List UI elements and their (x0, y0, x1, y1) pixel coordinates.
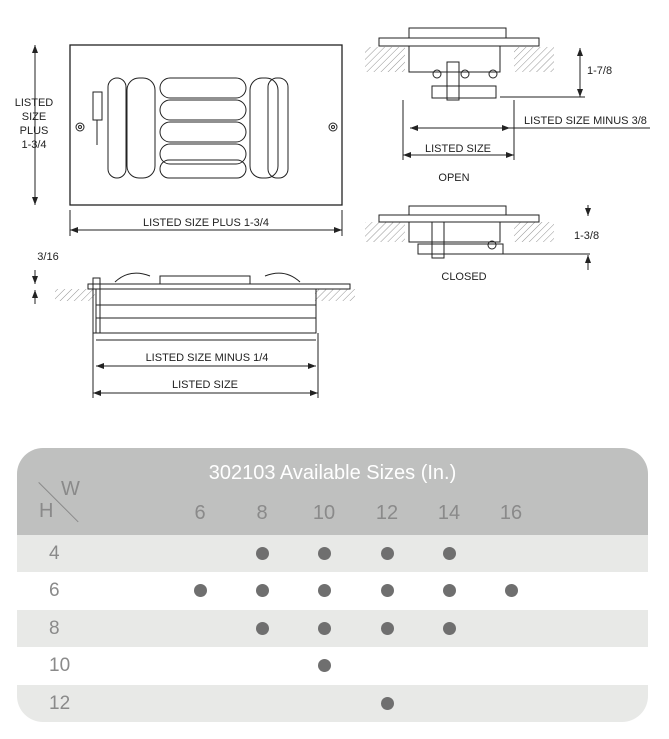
availability-dot (443, 547, 456, 560)
table-row: 8 (17, 609, 648, 648)
table-body: 4 6 8 10 12 (17, 535, 648, 722)
side-inner-label: LISTED SIZE MINUS 1/4 (146, 352, 269, 364)
availability-dot (381, 547, 394, 560)
col-header: 16 (499, 502, 523, 524)
available-sizes-table: 302103 Available Sizes (In.) H W 6 8 10 … (17, 448, 648, 722)
width-axis-label: W (61, 478, 80, 500)
availability-dot (318, 659, 331, 673)
availability-dot (256, 547, 269, 560)
availability-dot (381, 621, 394, 635)
availability-dot (318, 621, 331, 635)
row-height-label: 4 (49, 543, 60, 564)
side-offset-label: 3/16 (37, 251, 58, 263)
availability-dot (318, 584, 331, 598)
availability-dot (256, 621, 269, 635)
technical-drawing: LISTED SIZE PLUS 1-3/4 LISTED SIZE PLUS … (15, 27, 650, 398)
col-header: 6 (194, 502, 206, 524)
table-header: 302103 Available Sizes (In.) H W 6 8 10 … (17, 448, 648, 535)
front-width-label: LISTED SIZE PLUS 1-3/4 (143, 217, 269, 229)
open-inner-label: LISTED SIZE MINUS 3/8 (524, 115, 647, 127)
row-height-label: 6 (49, 580, 60, 602)
table-row: 6 (17, 572, 648, 609)
open-outer-label: LISTED SIZE (425, 143, 491, 155)
front-height-label-2: SIZE (22, 111, 46, 123)
table-row: 12 (17, 684, 648, 722)
front-height-label-1: LISTED (15, 97, 54, 109)
col-header: 10 (312, 502, 336, 524)
availability-dot (318, 547, 331, 560)
availability-dot (381, 696, 394, 710)
availability-dot (194, 584, 207, 598)
col-header: 12 (375, 502, 399, 524)
closed-height-label: 1-3/8 (574, 230, 599, 242)
row-height-label: 8 (49, 617, 60, 639)
open-section (365, 27, 650, 160)
open-height-label: 1-7/8 (587, 65, 612, 77)
row-height-label: 10 (49, 655, 71, 677)
table-row: 10 (17, 647, 648, 684)
availability-dot (443, 584, 456, 598)
height-axis-label: H (39, 500, 54, 522)
col-header: 14 (437, 502, 461, 524)
row-height-label: 12 (49, 692, 71, 714)
col-header: 8 (256, 502, 268, 524)
front-height-label-4: 1-3/4 (21, 139, 46, 151)
closed-caption: CLOSED (441, 271, 486, 283)
availability-dot (505, 584, 518, 598)
side-outer-label: LISTED SIZE (172, 379, 238, 391)
availability-dot (256, 584, 269, 598)
availability-dot (443, 621, 456, 635)
side-view (32, 270, 355, 398)
table-row: 4 (17, 535, 648, 573)
closed-section (365, 205, 591, 270)
front-view (32, 44, 343, 236)
availability-dot (381, 584, 394, 598)
table-title: 302103 Available Sizes (In.) (208, 462, 457, 484)
open-caption: OPEN (438, 172, 469, 184)
front-height-label-3: PLUS (20, 125, 49, 137)
